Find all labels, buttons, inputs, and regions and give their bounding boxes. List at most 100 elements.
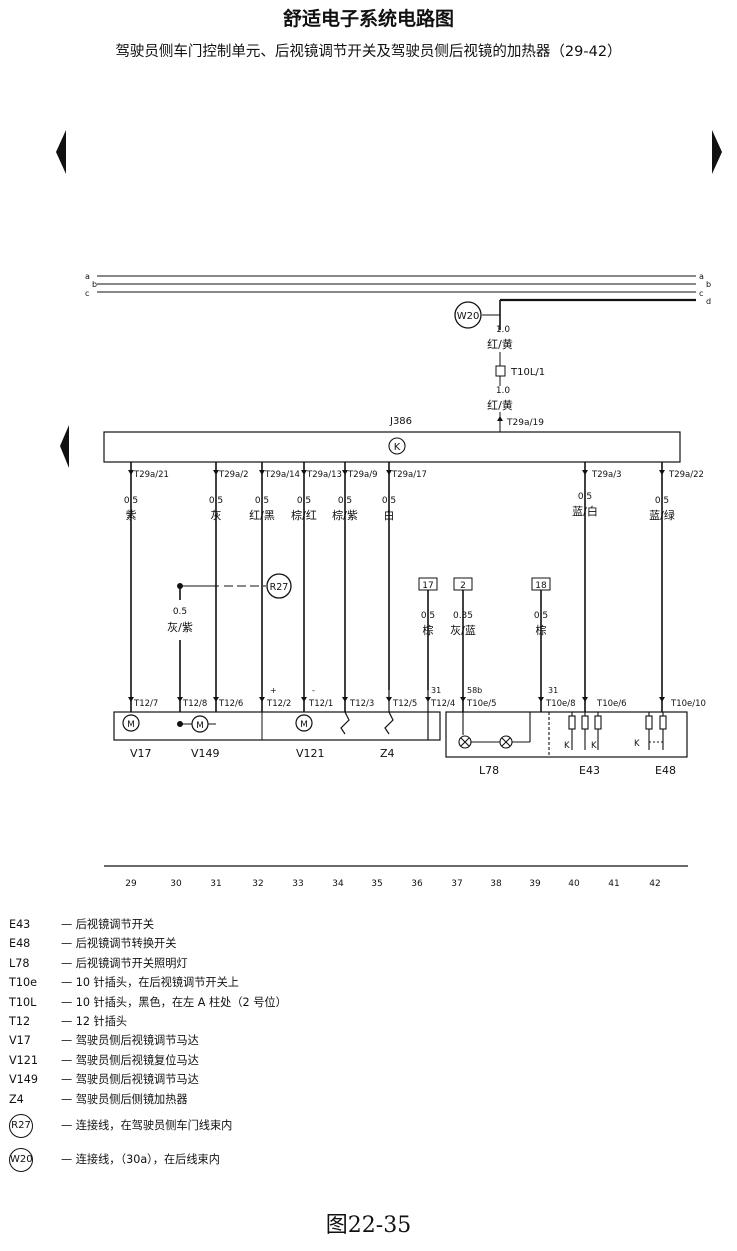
legend-code: T10L (9, 995, 37, 1009)
svg-text:K: K (564, 741, 570, 751)
bus-label-d-right: d (706, 297, 711, 306)
legend-item: V17 — 驾驶员侧后视镜调节马达 (9, 1031, 609, 1050)
pin-label: T29a/17 0.5 白 (382, 470, 427, 522)
legend-code: T12 (9, 1014, 31, 1028)
svg-text:0.5: 0.5 (297, 496, 311, 506)
lower-connectors: T12/7 T12/8 T12/6 T12/2 T12/1 T12/3 T12/… (133, 699, 706, 709)
legend-item: V149— 驾驶员侧后视镜调节马达 (9, 1070, 609, 1089)
component-box-mirror (113, 690, 441, 741)
svg-text:蓝/绿: 蓝/绿 (649, 508, 675, 522)
svg-text:0.5: 0.5 (173, 607, 187, 617)
legend-text: — 驾驶员侧后视镜调节马达 (61, 1034, 199, 1048)
motor-v149: M (177, 715, 216, 733)
pin-labels: T29a/21 0.5 紫 T29a/2 0.5 灰 T29a/14 0.5 红… (124, 470, 704, 522)
t10l-connector-icon (495, 365, 506, 377)
component-label: V121 (296, 747, 325, 760)
connector-label: T10e/6 (596, 699, 627, 709)
pin-label: T29a/2 0.5 灰 (209, 470, 249, 522)
svg-text:T29a/13: T29a/13 (306, 470, 342, 480)
legend-text: — 后视镜调节开关 (61, 918, 155, 931)
column-number: 30 (170, 879, 182, 889)
column-number: 42 (649, 879, 660, 889)
connector-label: T10e/5 (466, 699, 497, 709)
legend-text: — 10 针插头，在后视镜调节开关上 (61, 976, 239, 990)
w20-badge-text: W20 (457, 311, 480, 322)
svg-text:T29a/2: T29a/2 (218, 470, 249, 480)
pin-label: T29a/22 0.5 蓝/绿 (649, 470, 704, 522)
component-box-switch (445, 711, 688, 758)
svg-text:K: K (591, 741, 597, 751)
feed-wire1-size: 1.0 (496, 325, 511, 335)
legend-code: Z4 (9, 1092, 24, 1106)
svg-text:T29a/17: T29a/17 (391, 470, 427, 480)
legend-code-circle: W20 (9, 1143, 61, 1177)
pin-label: T29a/13 0.5 棕/红 (291, 470, 342, 522)
svg-text:白: 白 (384, 508, 395, 522)
switch-e43-k: K K (564, 741, 597, 751)
svg-text:T29a/21: T29a/21 (133, 470, 169, 480)
svg-text:17: 17 (422, 581, 433, 591)
svg-text:M: M (300, 720, 308, 730)
control-unit-name: J386 (389, 416, 412, 427)
next-page-arrow-icon[interactable] (712, 130, 722, 174)
column-number: 40 (568, 879, 580, 889)
ground-31-mark: 31 (548, 686, 558, 695)
svg-text:0.5: 0.5 (338, 496, 352, 506)
feed-wire2-size: 1.0 (496, 386, 511, 396)
prev-section-arrow-icon[interactable] (60, 425, 69, 468)
svg-text:灰/紫: 灰/紫 (167, 620, 193, 634)
column-number: 33 (292, 879, 303, 889)
legend-code: L78 (9, 956, 30, 970)
svg-text:灰/蓝: 灰/蓝 (450, 623, 476, 637)
control-unit-symbol: K (394, 442, 401, 453)
svg-text:T29a/14: T29a/14 (264, 470, 300, 480)
column-number: 37 (451, 879, 462, 889)
prev-page-arrow-icon[interactable] (56, 130, 66, 174)
bus-label-b-right: b (706, 280, 711, 289)
legend-item: V121— 驾驶员侧后视镜复位马达 (9, 1051, 609, 1070)
motor-v17: M (122, 714, 140, 732)
svg-text:T29a/3: T29a/3 (591, 470, 622, 480)
switch-e48-k: K (634, 739, 640, 749)
feed-wire1-color: 红/黄 (487, 337, 513, 351)
legend-item: T12 — 12 针插头 (9, 1012, 609, 1031)
pin-label: T29a/21 0.5 紫 (124, 470, 169, 522)
svg-text:棕: 棕 (536, 623, 547, 637)
column-number: 35 (371, 879, 382, 889)
legend-text: — 12 针插头 (61, 1014, 128, 1028)
pin-label: T29a/9 0.5 棕/紫 (332, 470, 378, 522)
legend: E43— 后视镜调节开关 E48— 后视镜调节转换开关 L78— 后视镜调节开关… (9, 915, 609, 1177)
svg-text:K: K (634, 739, 640, 749)
plus-mark: + (270, 686, 277, 695)
legend-text: — 后视镜调节开关照明灯 (61, 956, 188, 970)
legend-item: E48— 后视镜调节转换开关 (9, 934, 609, 953)
connector-arrows (128, 697, 665, 702)
ground-ref: 2 0.35 灰/蓝 (450, 577, 476, 637)
lamp-l78 (458, 712, 531, 749)
ground-refs: 17 0.5 棕 2 0.35 灰/蓝 18 0.5 棕 (418, 577, 551, 637)
bus-label-a-left: a (85, 272, 90, 281)
component-labels: V17 V149 V121 Z4 L78 E43 E48 (130, 747, 676, 777)
w20-legend-badge: W20 (9, 1147, 33, 1172)
legend-code: V17 (9, 1034, 31, 1048)
legend-code: T10e (9, 976, 37, 990)
feed-wire2-color: 红/黄 (487, 398, 513, 412)
legend-item: L78 — 后视镜调节开关照明灯 (9, 954, 609, 973)
svg-text:棕/红: 棕/红 (291, 508, 317, 522)
svg-text:0.5: 0.5 (209, 496, 223, 506)
connector-label: T12/4 (430, 699, 455, 709)
ground-ref: 17 0.5 棕 (418, 577, 438, 637)
legend-item-circle: W20— 连接线，（30a），在后线束内 (9, 1143, 609, 1177)
svg-text:0.5: 0.5 (421, 611, 435, 621)
column-number: 38 (490, 879, 502, 889)
column-number: 34 (332, 879, 344, 889)
splice-r27: R27 0.5 灰/紫 (167, 573, 292, 634)
svg-text:紫: 紫 (126, 509, 137, 522)
r27-legend-badge: R27 (9, 1113, 33, 1138)
svg-text:0.5: 0.5 (578, 492, 592, 502)
legend-item: T10e — 10 针插头，在后视镜调节开关上 (9, 973, 609, 992)
ground-ref: 18 0.5 棕 (531, 577, 551, 637)
connector-label: T12/5 (392, 699, 417, 709)
legend-text: — 后视镜调节转换开关 (61, 937, 177, 951)
connector-label: T12/2 (266, 699, 291, 709)
